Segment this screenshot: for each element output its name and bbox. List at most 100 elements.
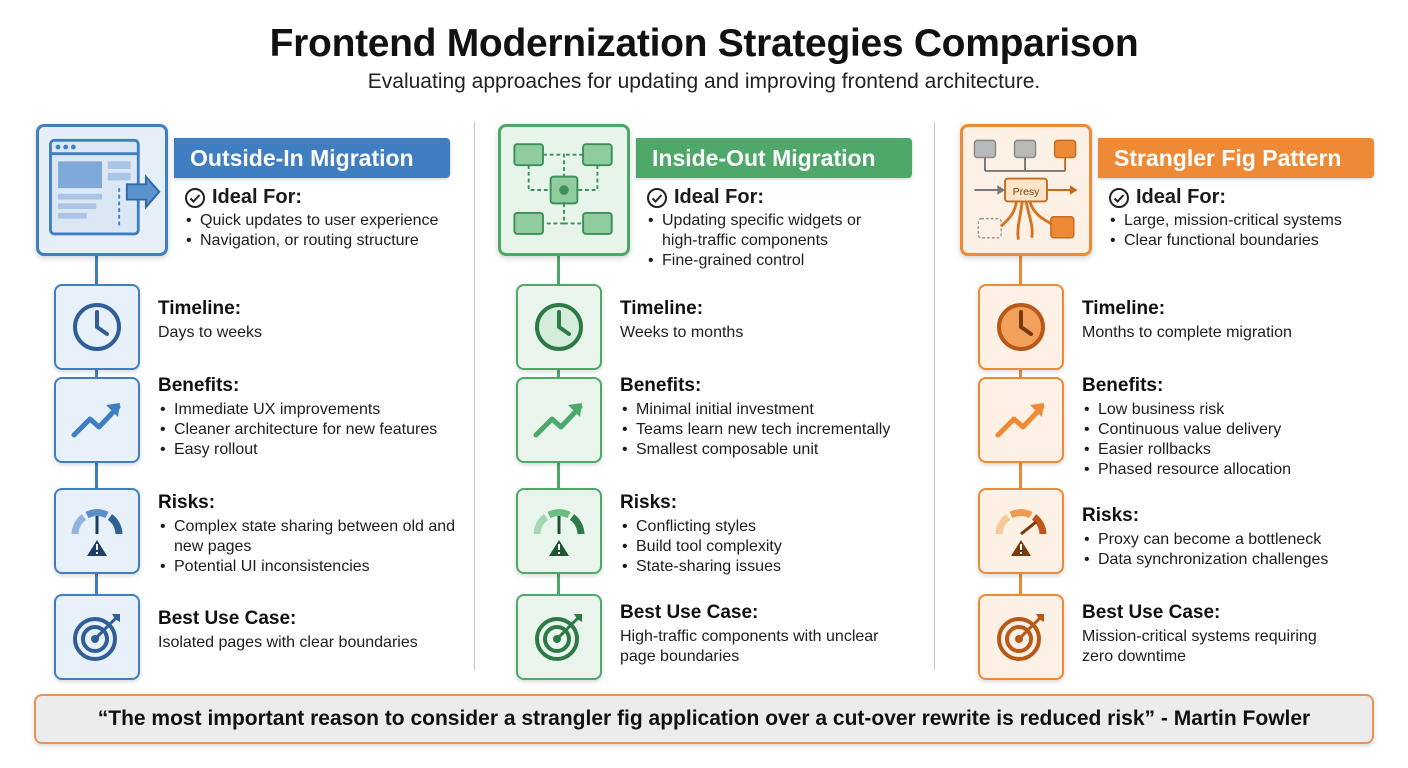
ideal-for-list: Updating specific widgets or high-traffi… [646, 211, 886, 271]
ideal-for-section: Ideal For: Updating specific widgets or … [646, 186, 936, 271]
risks-list: Conflicting styles Build tool complexity… [620, 517, 940, 577]
timeline-heading: Timeline: [1082, 298, 1166, 319]
column-divider [934, 122, 935, 670]
risks-section: Risks: Conflicting styles Build tool com… [620, 492, 940, 577]
clock-icon [54, 284, 140, 370]
check-circle-icon [185, 187, 205, 208]
list-item: Easy rollout [158, 440, 478, 460]
benefits-list: Immediate UX improvements Cleaner archit… [158, 400, 478, 460]
risks-list: Complex state sharing between old and ne… [158, 517, 478, 577]
benefits-section: Benefits: Immediate UX improvements Clea… [158, 375, 478, 460]
trend-up-icon [516, 377, 602, 463]
page-subtitle: Evaluating approaches for updating and i… [367, 70, 1041, 93]
strategy-column-outside-in: Outside-In Migration Ideal For: Quick up… [34, 118, 474, 680]
ideal-for-label: Ideal For: [674, 186, 765, 208]
timeline-section: Timeline: Months to complete migration [1082, 298, 1402, 343]
timeline-section: Timeline: Weeks to months [620, 298, 940, 343]
strategy-column-inside-out: Inside-Out Migration Ideal For: Updating… [496, 118, 936, 680]
ideal-for-list: Large, mission-critical systems Clear fu… [1108, 211, 1398, 251]
benefits-heading: Benefits: [620, 375, 702, 396]
ideal-for-section: Ideal For: Quick updates to user experie… [184, 186, 474, 251]
clock-icon [516, 284, 602, 370]
list-item: Continuous value delivery [1082, 420, 1402, 440]
page-title: Frontend Modernization Strategies Compar… [269, 22, 1139, 65]
list-item: Navigation, or routing structure [184, 231, 474, 251]
list-item: Teams learn new tech incrementally [620, 420, 940, 440]
risks-heading: Risks: [158, 492, 216, 513]
list-item: Low business risk [1082, 400, 1402, 420]
best-use-value: Isolated pages with clear boundaries [158, 634, 418, 651]
risks-list: Proxy can become a bottleneck Data synch… [1082, 530, 1402, 570]
list-item: Easier rollbacks [1082, 440, 1402, 460]
check-circle-icon [647, 187, 667, 208]
timeline-value: Weeks to months [620, 324, 744, 341]
list-item: Phased resource allocation [1082, 460, 1402, 480]
strategy-title: Strangler Fig Pattern [1098, 138, 1374, 178]
column-divider [474, 122, 475, 670]
list-item: Minimal initial investment [620, 400, 940, 420]
benefits-heading: Benefits: [1082, 375, 1164, 396]
list-item: Updating specific widgets or high-traffi… [646, 211, 886, 251]
list-item: Immediate UX improvements [158, 400, 478, 420]
list-item: Clear functional boundaries [1108, 231, 1398, 251]
target-icon [516, 594, 602, 680]
list-item: Complex state sharing between old and ne… [158, 517, 478, 557]
strategy-title: Inside-Out Migration [636, 138, 912, 178]
quote-banner: “The most important reason to consider a… [34, 694, 1374, 744]
benefits-section: Benefits: Minimal initial investment Tea… [620, 375, 940, 460]
benefits-heading: Benefits: [158, 375, 240, 396]
browser-arrow-icon [36, 124, 168, 256]
timeline-value: Days to weeks [158, 324, 263, 341]
ideal-for-heading: Ideal For: [646, 186, 936, 209]
ideal-for-heading: Ideal For: [184, 186, 474, 209]
proxy-label: Presy [1013, 186, 1041, 198]
best-use-heading: Best Use Case: [620, 602, 759, 623]
best-use-heading: Best Use Case: [158, 608, 297, 629]
ideal-for-section: Ideal For: Large, mission-critical syste… [1108, 186, 1398, 251]
target-icon [54, 594, 140, 680]
strategy-column-strangler-fig: Presy Strangler Fig Pattern Ideal For: L… [958, 118, 1398, 680]
timeline-heading: Timeline: [158, 298, 242, 319]
risks-heading: Risks: [1082, 505, 1140, 526]
list-item: Conflicting styles [620, 517, 940, 537]
ideal-for-label: Ideal For: [1136, 186, 1227, 208]
best-use-section: Best Use Case: Isolated pages with clear… [158, 608, 478, 653]
timeline-heading: Timeline: [620, 298, 704, 319]
target-icon [978, 594, 1064, 680]
risks-section: Risks: Complex state sharing between old… [158, 492, 478, 577]
risk-gauge-icon [54, 488, 140, 574]
best-use-section: Best Use Case: High-traffic components w… [620, 602, 940, 667]
risk-gauge-icon [516, 488, 602, 574]
list-item: Proxy can become a bottleneck [1082, 530, 1402, 550]
risks-heading: Risks: [620, 492, 678, 513]
best-use-value: Mission-critical systems requiring zero … [1082, 628, 1317, 665]
benefits-list: Minimal initial investment Teams learn n… [620, 400, 940, 460]
best-use-value: High-traffic components with unclear pag… [620, 628, 879, 665]
list-item: Fine-grained control [646, 251, 886, 271]
benefits-list: Low business risk Continuous value deliv… [1082, 400, 1402, 480]
best-use-section: Best Use Case: Mission-critical systems … [1082, 602, 1402, 667]
list-item: Smallest composable unit [620, 440, 940, 460]
check-circle-icon [1109, 187, 1129, 208]
strategy-title: Outside-In Migration [174, 138, 450, 178]
list-item: State-sharing issues [620, 557, 940, 577]
risk-gauge-icon [978, 488, 1064, 574]
best-use-heading: Best Use Case: [1082, 602, 1221, 623]
ideal-for-list: Quick updates to user experience Navigat… [184, 211, 474, 251]
list-item: Data synchronization challenges [1082, 550, 1402, 570]
list-item: Cleaner architecture for new features [158, 420, 478, 440]
list-item: Large, mission-critical systems [1108, 211, 1398, 231]
timeline-value: Months to complete migration [1082, 324, 1292, 341]
ideal-for-label: Ideal For: [212, 186, 303, 208]
trend-up-icon [978, 377, 1064, 463]
ideal-for-heading: Ideal For: [1108, 186, 1398, 209]
list-item: Potential UI inconsistencies [158, 557, 478, 577]
clock-icon [978, 284, 1064, 370]
component-graph-icon [498, 124, 630, 256]
list-item: Quick updates to user experience [184, 211, 474, 231]
benefits-section: Benefits: Low business risk Continuous v… [1082, 375, 1402, 480]
risks-section: Risks: Proxy can become a bottleneck Dat… [1082, 505, 1402, 570]
trend-up-icon [54, 377, 140, 463]
list-item: Build tool complexity [620, 537, 940, 557]
timeline-section: Timeline: Days to weeks [158, 298, 478, 343]
